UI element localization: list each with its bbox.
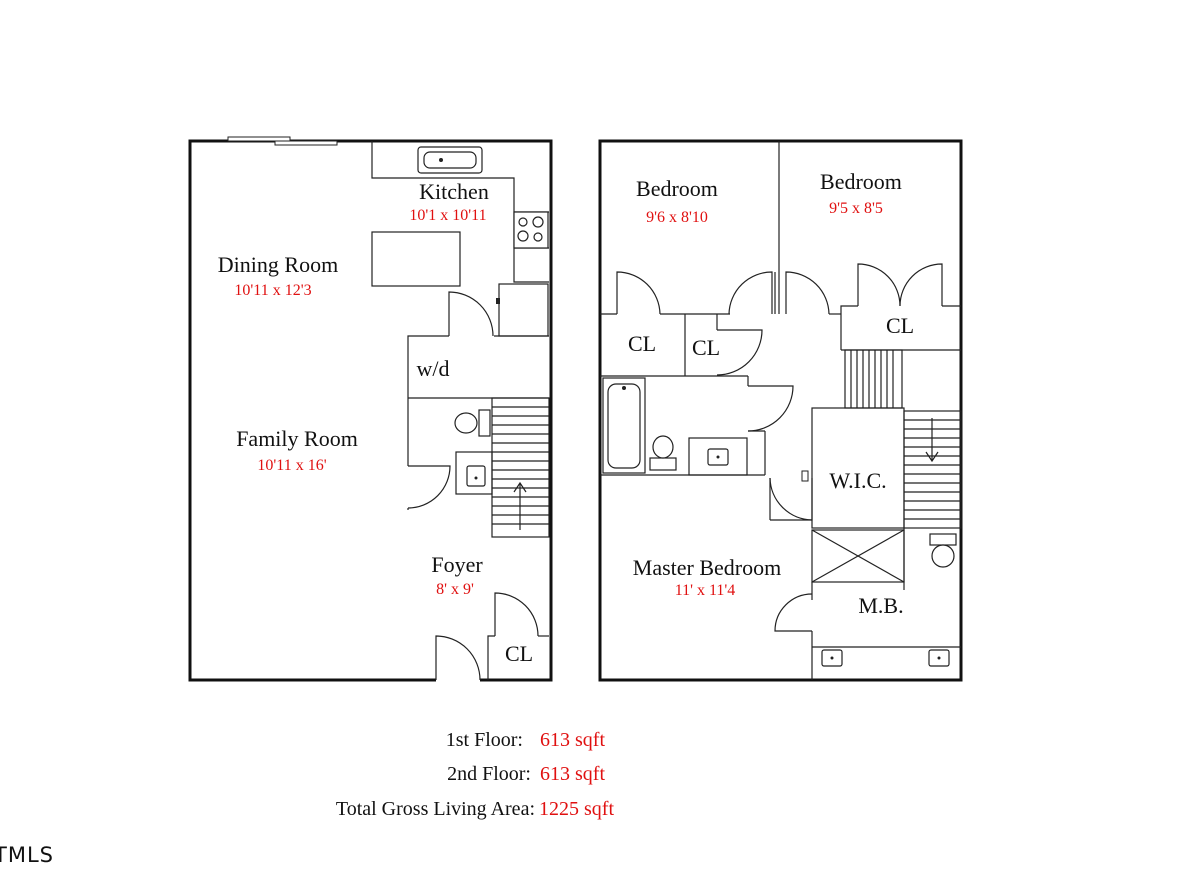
dining-room-dim: 10'11 x 12'3 (234, 282, 311, 299)
closet-2-label: CL (692, 335, 720, 360)
bathtub-icon (602, 377, 646, 474)
family-room-label: Family Room (236, 426, 358, 451)
bedroom-2-closet-door-right (899, 263, 943, 307)
kitchen-sink-icon (417, 146, 483, 174)
dining-room-label: Dining Room (218, 252, 338, 277)
closet-3-label: CL (886, 313, 914, 338)
first-floor-area-label: 1st Floor: (446, 729, 523, 751)
kitchen-island (371, 231, 461, 287)
master-bath-door (774, 593, 813, 632)
foyer-closet-label: CL (505, 641, 533, 666)
walk-in-closet-label: W.I.C. (829, 468, 886, 493)
hall-sink-icon (688, 437, 748, 476)
refrigerator-icon (496, 283, 549, 337)
front-door (435, 635, 481, 681)
stairs-up (491, 397, 550, 538)
laundry-label: w/d (417, 356, 450, 381)
total-area-label: Total Gross Living Area: (336, 798, 535, 820)
master-sink-left-icon (821, 649, 843, 667)
kitchen-dim: 10'1 x 10'11 (409, 207, 486, 224)
bedroom-2-door (785, 271, 830, 315)
kitchen-label: Kitchen (419, 179, 489, 204)
master-bedroom-dim: 11' x 11'4 (675, 582, 736, 599)
laundry-door (448, 291, 494, 337)
family-room-dim: 10'11 x 16' (257, 457, 326, 474)
mls-logo: TMLS (0, 843, 54, 867)
stairs-down (903, 410, 962, 529)
hall-closet-door (716, 329, 763, 376)
bedroom-2-dim: 9'5 x 8'5 (829, 200, 883, 217)
hall-toilet-icon (649, 435, 677, 471)
stove-icon (513, 211, 549, 249)
second-floor-area-value: 613 sqft (540, 763, 605, 785)
first-floor-area-value: 613 sqft (540, 729, 605, 751)
bedroom-1-label: Bedroom (636, 176, 718, 201)
master-bedroom-label: Master Bedroom (633, 555, 781, 580)
foyer-label: Foyer (431, 552, 483, 577)
master-bath-label: M.B. (858, 593, 903, 618)
bedroom-2-closet-door-left (857, 263, 901, 307)
area-summary: 1st Floor: 613 sqft 2nd Floor: 613 sqft … (336, 729, 615, 820)
master-sink-right-icon (928, 649, 950, 667)
bedroom-1-dim: 9'6 x 8'10 (646, 209, 708, 226)
bedroom-1-closet-door (616, 271, 661, 315)
toilet-icon (454, 409, 491, 437)
second-floor-plan: Bedroom 9'6 x 8'10 Bedroom 9'5 x 8'5 CL … (598, 139, 963, 682)
kitchen-counter (371, 141, 549, 283)
master-toilet-icon (929, 533, 957, 568)
second-floor-area-label: 2nd Floor: (447, 763, 531, 785)
powder-room-door (407, 465, 451, 509)
closet-1-label: CL (628, 331, 656, 356)
first-floor-outline (188, 139, 553, 682)
first-floor-plan: Kitchen 10'1 x 10'11 Dining Room 10'11 x… (188, 136, 553, 683)
sliding-door (227, 136, 338, 146)
total-area-value: 1225 sqft (539, 798, 614, 820)
bedroom-2-label: Bedroom (820, 169, 902, 194)
hall-bath-door (747, 385, 794, 432)
master-bedroom-door (769, 477, 813, 521)
closet-door (494, 592, 539, 637)
foyer-dim: 8' x 9' (436, 581, 474, 598)
stair-opening (844, 349, 903, 409)
bedroom-1-door (728, 271, 773, 315)
bathroom-sink-icon (455, 451, 493, 495)
shower-icon (811, 529, 905, 583)
